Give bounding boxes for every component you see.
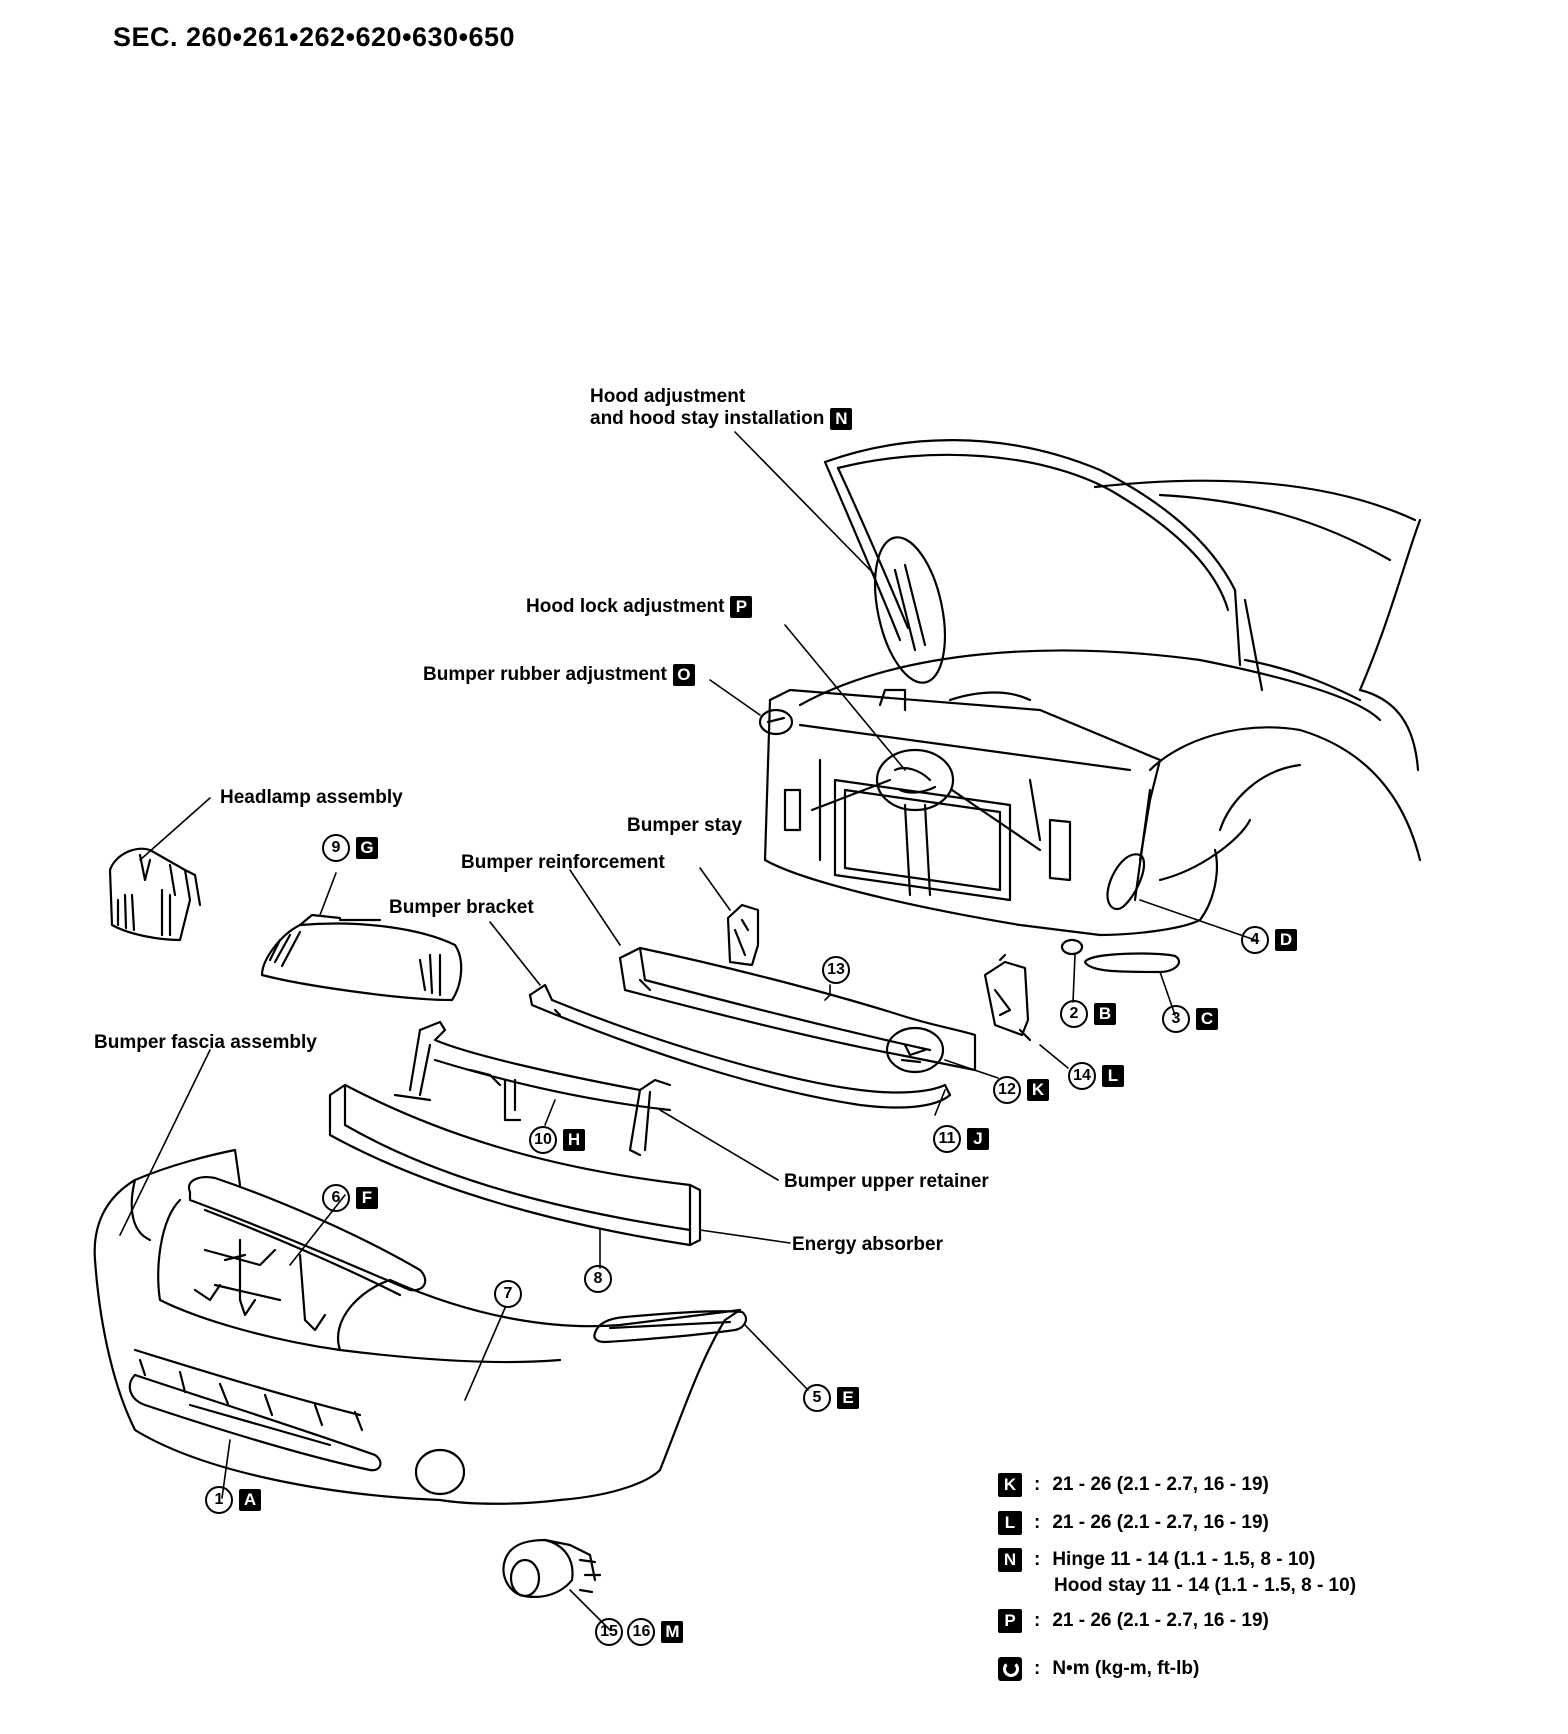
letter-box: J bbox=[967, 1128, 989, 1150]
callout-12: 12 K bbox=[993, 1076, 1049, 1104]
callout-14: 14 L bbox=[1068, 1062, 1124, 1090]
letter-box: N bbox=[998, 1547, 1022, 1572]
letter-box: N bbox=[830, 408, 853, 430]
callout-number: 12 bbox=[993, 1076, 1021, 1104]
callout-number: 11 bbox=[933, 1125, 961, 1153]
callout-number: 3 bbox=[1162, 1005, 1190, 1033]
callout-number: 15 bbox=[595, 1618, 623, 1646]
callout-10: 10 H bbox=[529, 1126, 585, 1154]
letter-box: E bbox=[837, 1387, 859, 1409]
callout-13: 13 bbox=[822, 956, 850, 984]
label-bumper-reinforcement: Bumper reinforcement bbox=[461, 852, 665, 873]
legend-row-k: K:21 - 26 (2.1 - 2.7, 16 - 19) bbox=[998, 1472, 1269, 1498]
letter-box: P bbox=[730, 596, 753, 618]
bumper-upper-retainer-drawing bbox=[393, 1020, 672, 1157]
letter-box: O bbox=[672, 664, 695, 686]
legend-value: 21 - 26 (2.1 - 2.7, 16 - 19) bbox=[1052, 1610, 1269, 1631]
callout-number: 2 bbox=[1060, 1000, 1088, 1028]
callout-8: 8 bbox=[584, 1265, 612, 1293]
label-bumper-bracket: Bumper bracket bbox=[389, 897, 534, 918]
callout-number: 8 bbox=[584, 1265, 612, 1293]
legend-value-2: Hood stay 11 - 14 (1.1 - 1.5, 8 - 10) bbox=[1054, 1575, 1357, 1596]
car-body-drawing bbox=[758, 439, 1422, 974]
leader-lines bbox=[119, 431, 1256, 1631]
fog-lamp-drawing bbox=[502, 1538, 602, 1598]
legend-colon: : bbox=[1034, 1658, 1041, 1679]
legend-colon: : bbox=[1034, 1610, 1041, 1631]
section-title: SEC. 260•261•262•620•630•650 bbox=[113, 22, 516, 52]
letter-box: K bbox=[1027, 1079, 1049, 1101]
callout-number: 5 bbox=[803, 1384, 831, 1412]
letter-box: P bbox=[998, 1608, 1022, 1633]
legend-row-n: N: Hinge 11 - 14 (1.1 - 1.5, 8 - 10) Hood… bbox=[998, 1547, 1356, 1599]
letter-box: A bbox=[239, 1489, 261, 1511]
letter-box: M bbox=[661, 1621, 684, 1643]
bumper-reinforcement-drawing bbox=[618, 946, 977, 1074]
letter-box: G bbox=[356, 837, 378, 859]
label-hood-adjustment-text: and hood stay installation bbox=[590, 408, 825, 430]
label-bumper-upper-retainer: Bumper upper retainer bbox=[784, 1171, 989, 1192]
callout-number: 6 bbox=[322, 1184, 350, 1212]
legend-value: 21 - 26 (2.1 - 2.7, 16 - 19) bbox=[1052, 1474, 1269, 1495]
label-hood-adjustment: Hood adjustment and hood stay installati… bbox=[590, 386, 853, 430]
legend-colon: : bbox=[1034, 1549, 1041, 1570]
callout-number: 16 bbox=[627, 1618, 656, 1646]
label-headlamp: Headlamp assembly bbox=[220, 787, 403, 808]
legend-units: N•m (kg-m, ft-lb) bbox=[1052, 1658, 1200, 1679]
legend-row-units: : N•m (kg-m, ft-lb) bbox=[998, 1656, 1199, 1682]
letter-box: H bbox=[563, 1129, 585, 1151]
letter-box: K bbox=[998, 1472, 1022, 1497]
letter-box: L bbox=[998, 1510, 1022, 1535]
callout-11: 11 J bbox=[933, 1125, 989, 1153]
bumper-bracket-drawing bbox=[528, 983, 952, 1109]
bumper-bracket-right-drawing bbox=[983, 953, 1032, 1042]
label-energy-absorber: Energy absorber bbox=[792, 1234, 943, 1255]
bumper-fascia-drawing bbox=[93, 1148, 748, 1505]
callout-7: 7 bbox=[494, 1280, 522, 1308]
legend-colon: : bbox=[1034, 1512, 1041, 1533]
letter-box: D bbox=[1275, 929, 1297, 951]
label-hood-adjustment-line1: Hood adjustment bbox=[590, 386, 746, 407]
letter-box: L bbox=[1102, 1065, 1124, 1087]
callout-number: 10 bbox=[529, 1126, 557, 1154]
label-bumper-fascia: Bumper fascia assembly bbox=[94, 1032, 317, 1053]
legend-value: Hinge 11 - 14 (1.1 - 1.5, 8 - 10) bbox=[1052, 1549, 1316, 1570]
headlamp-rear-drawing bbox=[108, 847, 202, 942]
headlamp-drawing bbox=[260, 913, 463, 1002]
bumper-stay-drawing bbox=[726, 903, 760, 967]
callout-number: 14 bbox=[1068, 1062, 1096, 1090]
letter-box: B bbox=[1094, 1003, 1116, 1025]
callout-number: 1 bbox=[205, 1486, 233, 1514]
legend-colon: : bbox=[1034, 1474, 1041, 1495]
legend-row-p: P:21 - 26 (2.1 - 2.7, 16 - 19) bbox=[998, 1608, 1269, 1634]
letter-box: F bbox=[356, 1187, 378, 1209]
letter-box: C bbox=[1196, 1008, 1218, 1030]
energy-absorber-drawing bbox=[328, 1083, 702, 1247]
callout-number: 13 bbox=[822, 956, 850, 984]
callout-number: 4 bbox=[1241, 926, 1269, 954]
legend-row-l: L:21 - 26 (2.1 - 2.7, 16 - 19) bbox=[998, 1510, 1269, 1536]
callout-number: 7 bbox=[494, 1280, 522, 1308]
torque-wrench-icon bbox=[998, 1656, 1022, 1681]
callout-number: 9 bbox=[322, 834, 350, 862]
label-hood-lock-text: Hood lock adjustment bbox=[526, 596, 725, 618]
label-bumper-stay: Bumper stay bbox=[627, 815, 743, 836]
legend-value: 21 - 26 (2.1 - 2.7, 16 - 19) bbox=[1052, 1512, 1269, 1533]
label-bumper-rubber-text: Bumper rubber adjustment bbox=[423, 664, 667, 686]
